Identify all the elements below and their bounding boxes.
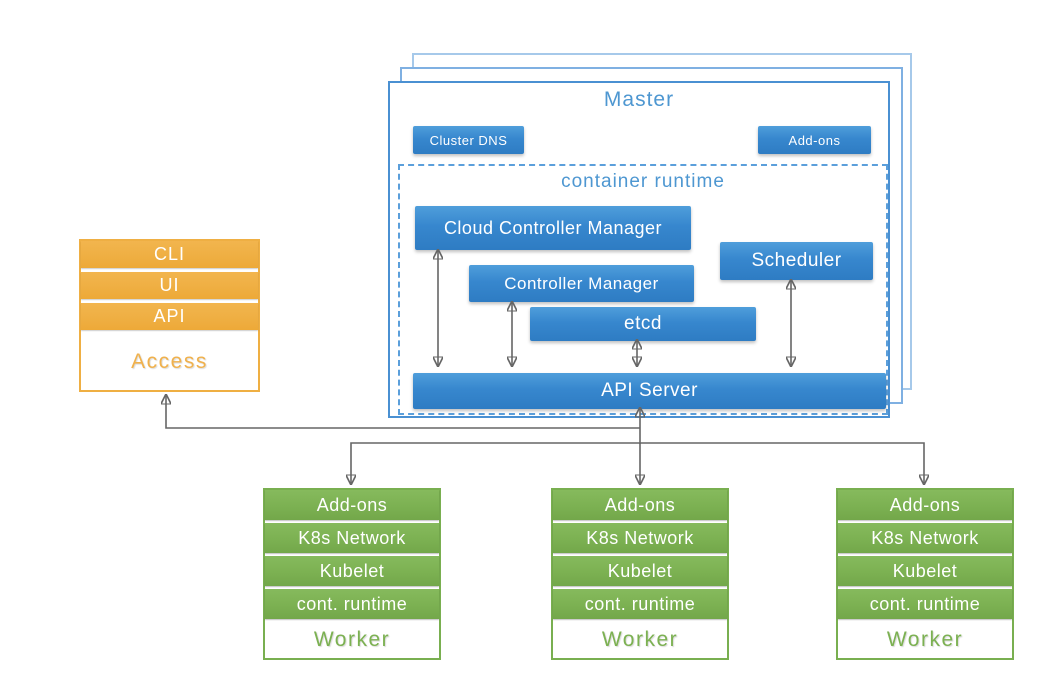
- cloud-controller-manager-box: Cloud Controller Manager: [415, 206, 691, 250]
- worker1-label: Worker: [313, 628, 391, 651]
- controller-manager-box: Controller Manager: [469, 265, 694, 302]
- worker1-row-addons: Add-ons: [265, 490, 439, 520]
- worker3-row-addons: Add-ons: [838, 490, 1012, 520]
- worker-panel-2: Add-ons K8s Network Kubelet cont. runtim…: [551, 488, 729, 660]
- worker1-row-k8s-network: K8s Network: [265, 523, 439, 553]
- worker3-row-cont-runtime: cont. runtime: [838, 589, 1012, 619]
- scheduler-box: Scheduler: [720, 242, 873, 280]
- worker-panel-1: Add-ons K8s Network Kubelet cont. runtim…: [263, 488, 441, 660]
- master-title: Master: [603, 88, 675, 111]
- worker2-row-k8s-network: K8s Network: [553, 523, 727, 553]
- worker-panel-3: Add-ons K8s Network Kubelet cont. runtim…: [836, 488, 1014, 660]
- arrow-apiserver-worker3: [640, 442, 924, 483]
- access-row-cli: CLI: [81, 241, 258, 268]
- cluster-dns-box: Cluster DNS: [413, 126, 524, 154]
- master-addons-box: Add-ons: [758, 126, 871, 154]
- worker2-row-addons: Add-ons: [553, 490, 727, 520]
- worker3-row-kubelet: Kubelet: [838, 556, 1012, 586]
- access-panel: CLI UI API Access: [79, 239, 260, 392]
- container-runtime-box: container runtime Cloud Controller Manag…: [398, 164, 888, 415]
- worker3-row-k8s-network: K8s Network: [838, 523, 1012, 553]
- worker1-row-kubelet: Kubelet: [265, 556, 439, 586]
- access-row-api: API: [81, 303, 258, 330]
- worker2-row-cont-runtime: cont. runtime: [553, 589, 727, 619]
- worker2-row-kubelet: Kubelet: [553, 556, 727, 586]
- worker3-label: Worker: [886, 628, 964, 651]
- worker1-row-cont-runtime: cont. runtime: [265, 589, 439, 619]
- worker2-label: Worker: [601, 628, 679, 651]
- access-row-ui: UI: [81, 272, 258, 299]
- master-frame: Master Cluster DNS Add-ons container run…: [388, 81, 890, 418]
- api-server-box: API Server: [413, 373, 886, 409]
- container-runtime-title: container runtime: [561, 171, 725, 192]
- etcd-box: etcd: [530, 307, 756, 341]
- arrow-apiserver-worker1: [351, 442, 640, 483]
- access-label: Access: [131, 350, 208, 373]
